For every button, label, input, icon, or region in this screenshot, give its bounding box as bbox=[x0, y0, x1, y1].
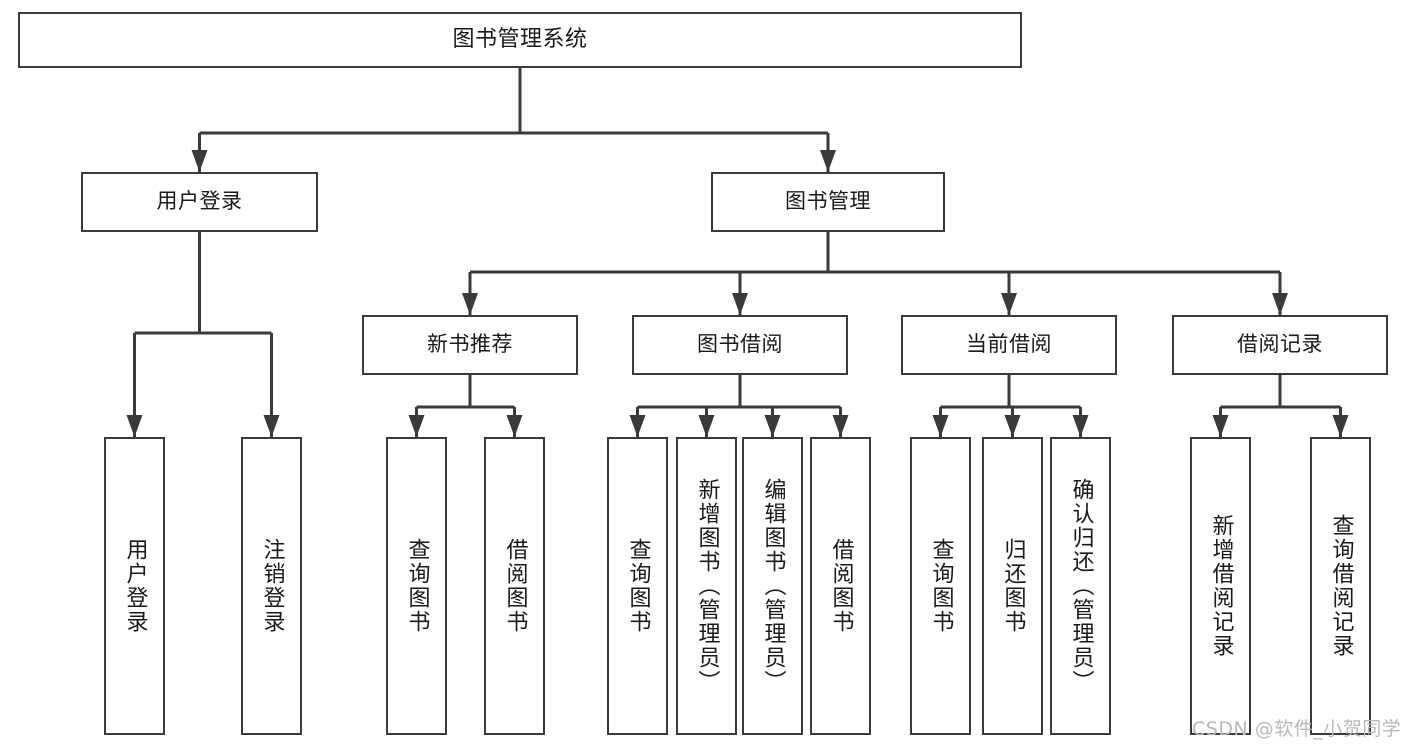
node-l3-b2[interactable]: 借阅图书 bbox=[484, 437, 545, 735]
node-l3-a1[interactable]: 用户登录 bbox=[104, 437, 165, 735]
arrowhead-l2-borrow bbox=[732, 293, 748, 315]
node-l3-e1[interactable]: 新增借阅记录 bbox=[1190, 437, 1251, 735]
node-root[interactable]: 图书管理系统 bbox=[18, 12, 1022, 68]
arrowhead-l3-b2 bbox=[506, 415, 523, 437]
node-label: 图书管理 bbox=[785, 189, 871, 214]
node-l3-d1[interactable]: 查询图书 bbox=[910, 437, 971, 735]
arrowhead-l3-c1 bbox=[629, 415, 646, 437]
node-label: 图书管理系统 bbox=[452, 26, 588, 52]
node-l3-c2[interactable]: 新增图书（管理员） bbox=[676, 437, 737, 735]
arrowhead-l3-d1 bbox=[932, 415, 949, 437]
node-l2-newbook[interactable]: 新书推荐 bbox=[362, 315, 578, 375]
arrowhead-l3-c4 bbox=[832, 415, 849, 437]
node-label: 查询图书 bbox=[404, 538, 430, 634]
node-l3-a2[interactable]: 注销登录 bbox=[241, 437, 302, 735]
node-l2-record[interactable]: 借阅记录 bbox=[1172, 315, 1388, 375]
arrowhead-l3-d3 bbox=[1072, 415, 1089, 437]
node-label: 查询图书 bbox=[928, 538, 954, 634]
node-l3-c4[interactable]: 借阅图书 bbox=[810, 437, 871, 735]
node-l3-d2[interactable]: 归还图书 bbox=[982, 437, 1043, 735]
arrowhead-l3-a1 bbox=[126, 415, 143, 437]
arrowhead-l3-c2 bbox=[698, 415, 715, 437]
arrowhead-l2-newbook bbox=[462, 293, 478, 315]
node-l2-current[interactable]: 当前借阅 bbox=[901, 315, 1117, 375]
node-l1-bookmgr[interactable]: 图书管理 bbox=[711, 172, 945, 232]
node-label: 用户登录 bbox=[122, 538, 148, 634]
arrowhead-l2-current bbox=[1001, 293, 1017, 315]
arrowhead-l3-d2 bbox=[1004, 415, 1021, 437]
node-label: 借阅图书 bbox=[828, 538, 854, 634]
arrowhead-l3-e1 bbox=[1212, 415, 1229, 437]
node-label: 注销登录 bbox=[259, 538, 285, 634]
node-label: 查询借阅记录 bbox=[1328, 514, 1354, 658]
node-label: 确认归还（管理员） bbox=[1068, 478, 1094, 694]
node-label: 新增图书（管理员） bbox=[694, 478, 720, 694]
arrowhead-l1-bookmgr bbox=[820, 150, 836, 172]
node-l3-d3[interactable]: 确认归还（管理员） bbox=[1050, 437, 1111, 735]
arrowhead-l3-c3 bbox=[764, 415, 781, 437]
node-label: 当前借阅 bbox=[966, 332, 1052, 357]
node-label: 归还图书 bbox=[1000, 538, 1026, 634]
arrowhead-l3-e2 bbox=[1332, 415, 1349, 437]
node-label: 图书借阅 bbox=[697, 332, 783, 357]
node-l2-borrow[interactable]: 图书借阅 bbox=[632, 315, 848, 375]
watermark-text: CSDN @软件_小贺同学 bbox=[1192, 718, 1402, 740]
arrowhead-l1-login bbox=[191, 150, 208, 172]
node-label: 借阅图书 bbox=[502, 538, 528, 634]
node-label: 新书推荐 bbox=[427, 332, 513, 357]
node-label: 查询图书 bbox=[625, 538, 651, 634]
node-l3-b1[interactable]: 查询图书 bbox=[386, 437, 447, 735]
node-l3-c3[interactable]: 编辑图书（管理员） bbox=[742, 437, 803, 735]
node-label: 用户登录 bbox=[156, 189, 243, 214]
node-label: 借阅记录 bbox=[1237, 332, 1323, 357]
arrowhead-l3-a2 bbox=[263, 415, 280, 437]
node-l3-e2[interactable]: 查询借阅记录 bbox=[1310, 437, 1371, 735]
node-label: 新增借阅记录 bbox=[1208, 514, 1234, 658]
node-label: 编辑图书（管理员） bbox=[760, 478, 786, 694]
node-l3-c1[interactable]: 查询图书 bbox=[607, 437, 668, 735]
arrowhead-l2-record bbox=[1272, 293, 1288, 315]
arrowhead-l3-b1 bbox=[408, 415, 425, 437]
node-l1-login[interactable]: 用户登录 bbox=[81, 172, 318, 232]
